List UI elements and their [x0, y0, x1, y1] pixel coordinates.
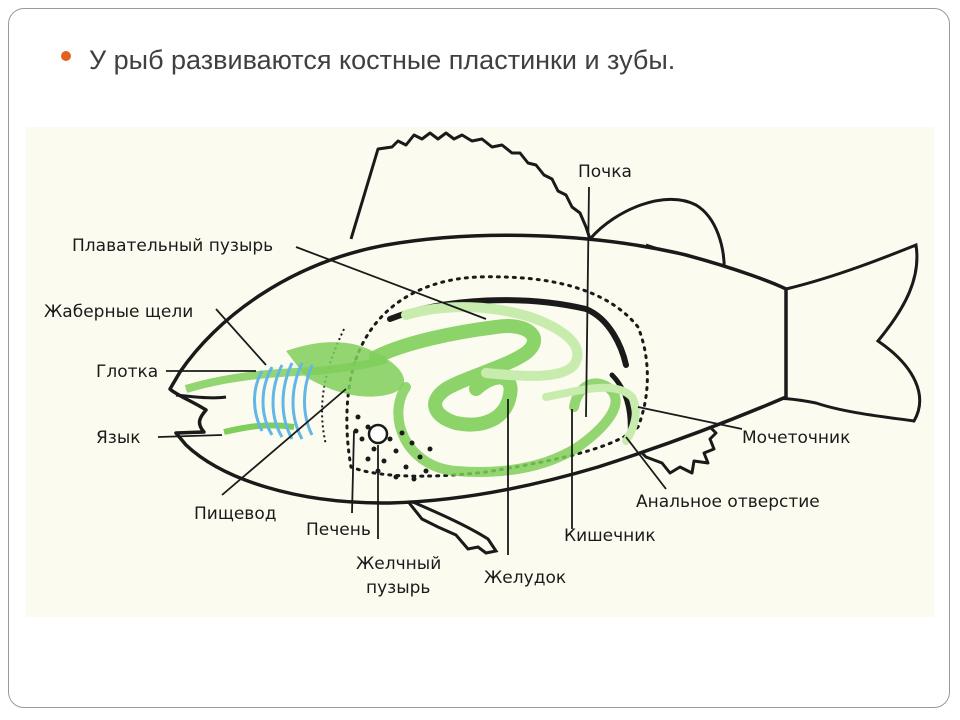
- gall-bladder: [369, 425, 387, 443]
- label-kidney: Почка: [578, 162, 632, 182]
- label-liver: Печень: [306, 520, 371, 540]
- bullet-point: [61, 51, 71, 61]
- label-anus: Анальное отверстие: [636, 492, 820, 512]
- label-pharynx: Глотка: [96, 362, 158, 382]
- fish-anatomy-diagram: Почка Плавательный пузырь Жаберные щели …: [26, 127, 934, 617]
- label-gall-bladder-2: пузырь: [366, 578, 430, 598]
- label-esophagus: Пищевод: [194, 504, 276, 524]
- slide-title: У рыб развиваются костные пластинки и зу…: [89, 45, 675, 76]
- label-gill-slits: Жаберные щели: [44, 302, 193, 322]
- label-tongue: Язык: [96, 428, 141, 448]
- label-gall-bladder-1: Желчный: [356, 554, 441, 574]
- label-ureter: Мочеточник: [742, 428, 850, 448]
- label-intestine: Кишечник: [564, 526, 656, 546]
- label-swim-bladder: Плавательный пузырь: [72, 236, 273, 256]
- label-stomach: Желудок: [484, 568, 566, 588]
